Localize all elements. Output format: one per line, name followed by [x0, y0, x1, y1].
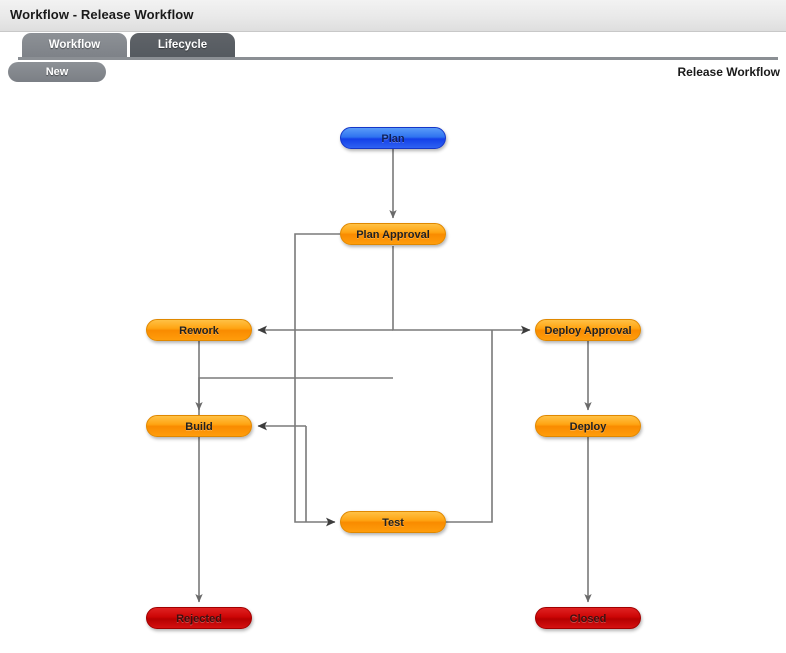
workflow-connectors [195, 149, 592, 603]
edge-test-to-deploy-approval [446, 330, 493, 523]
tab-lifecycle[interactable]: Lifecycle [130, 33, 235, 57]
toolbar: New Release Workflow [0, 62, 786, 86]
node-closed-label: Closed [569, 613, 607, 625]
node-rejected[interactable]: Rejected [146, 607, 252, 629]
node-plan-approval-label: Plan Approval [356, 229, 430, 241]
node-build-label: Build [185, 421, 213, 433]
node-plan[interactable]: Plan [340, 127, 446, 149]
edge-plan-approval-to-deploy-approval [392, 246, 531, 335]
node-rework-label: Rework [179, 325, 219, 337]
node-deploy-label: Deploy [569, 421, 607, 433]
node-rework[interactable]: Rework [146, 319, 252, 341]
node-test[interactable]: Test [340, 511, 446, 533]
node-deploy-approval-label: Deploy Approval [544, 325, 632, 337]
node-test-label: Test [382, 517, 404, 529]
workflow-diagram-canvas[interactable]: Plan Plan Approval Rework Deploy Approva… [0, 88, 786, 653]
tab-bar: Workflow Lifecycle [0, 33, 786, 59]
node-plan-label: Plan [381, 133, 405, 145]
workflow-name-label: Release Workflow [677, 65, 780, 79]
node-plan-approval[interactable]: Plan Approval [340, 223, 446, 245]
node-rejected-label: Rejected [176, 613, 222, 625]
new-button[interactable]: New [8, 62, 106, 82]
tab-workflow[interactable]: Workflow [22, 33, 127, 57]
node-deploy[interactable]: Deploy [535, 415, 641, 437]
node-closed[interactable]: Closed [535, 607, 641, 629]
node-build[interactable]: Build [146, 415, 252, 437]
window-title-bar: Workflow - Release Workflow [0, 0, 786, 32]
node-deploy-approval[interactable]: Deploy Approval [535, 319, 641, 341]
page-title: Workflow - Release Workflow [10, 7, 194, 22]
tab-bar-divider [18, 57, 778, 60]
